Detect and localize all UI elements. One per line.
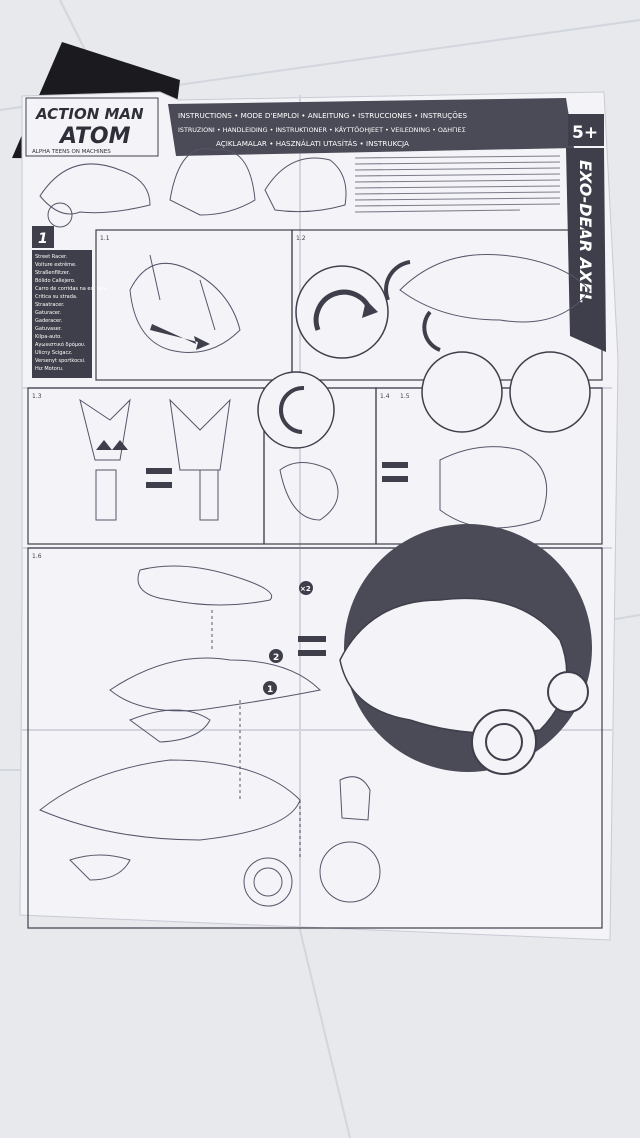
zoom-circle (421, 351, 503, 433)
equals-sign-icon (382, 462, 408, 482)
instructions-header-line-3: AÇIKLAMALAR • HASZNÁLATI UTASÍTÁS • INST… (216, 139, 409, 148)
sub-step-label: 1.6 (32, 553, 42, 560)
paper-sheet (19, 91, 619, 941)
sub-step-label: 1.4 (380, 393, 390, 400)
rotate-arrow-icon (279, 385, 305, 434)
mode-label: Gaderacer. (35, 318, 63, 324)
callouts: ×2 2 1 (263, 581, 313, 695)
instructions-header: INSTRUCTIONS • MODE D'EMPLOI • ANLEITUNG… (168, 98, 574, 156)
zoom-circle (257, 371, 335, 449)
mode-label: Gatuvaser. (35, 326, 62, 332)
mode-label: Kilpa-auto. (35, 334, 62, 340)
sub-step-label: 1.3 (32, 393, 42, 400)
logo-sub: ATOM (58, 124, 131, 149)
action-man-logo: ACTION MAN ATOM ALPHA TEENS ON MACHINES (25, 97, 159, 157)
rotate-arrow-icon (384, 260, 411, 301)
panel-1-1-drawing (129, 254, 241, 353)
equals-sign-icon (146, 468, 172, 488)
mode-label: Ulicny Scigacz. (35, 350, 73, 356)
step-number: 1 (38, 231, 48, 247)
mode-label: Street Racer. (35, 254, 68, 260)
sub-step-label: 1.1 (100, 235, 110, 242)
arrow-icon (150, 324, 210, 350)
callout-marker: 2 (273, 653, 279, 663)
mode-thumbnails (39, 148, 347, 228)
language-text-block (354, 155, 561, 213)
instructions-header-line-1: INSTRUCTIONS • MODE D'EMPLOI • ANLEITUNG… (178, 111, 467, 120)
panel-1-3-drawing (79, 398, 231, 521)
callout-marker: 1 (267, 685, 273, 695)
logo-tagline: ALPHA TEENS ON MACHINES (32, 149, 111, 155)
panel-1-2-drawing (295, 253, 591, 359)
panel-1-4-drawing (257, 371, 339, 521)
age-badge: 5+ (568, 114, 604, 146)
mode-label: Αγωνιστικό δρόμου. (35, 341, 86, 348)
mode-label: Versenyt sportkocsi. (35, 358, 86, 364)
age-badge-text: 5+ (572, 123, 598, 143)
sub-step-labels: 1.1 1.2 1.3 1.4 1.5 1.6 (32, 235, 410, 560)
rotate-arrow-icon (313, 289, 373, 331)
step-1-label-box: 1 Street Racer. Voiture extrême. Straßen… (32, 226, 108, 378)
panel-1-6-exploded-view (39, 565, 381, 907)
panel-1-5-drawing (421, 351, 591, 529)
equals-sign-icon (298, 636, 326, 656)
instructions-header-line-2: ISTRUZIONI • HANDLEIDING • INSTRUKTIONER… (178, 125, 466, 134)
mode-label-list: Street Racer. Voiture extrême. Straßenfl… (35, 254, 108, 372)
sub-step-label: 1.5 (400, 393, 410, 400)
rotate-arrow-icon (422, 310, 441, 352)
mode-label: Straßenflitzer. (35, 270, 70, 276)
zoom-circle (509, 351, 591, 433)
sub-step-label: 1.2 (296, 235, 306, 242)
mode-label: Straatracer. (35, 302, 65, 308)
mode-label: Hız Motoru. (35, 366, 64, 372)
mode-label: Voiture extrême. (35, 261, 77, 268)
mode-label: Critica su strada. (35, 294, 78, 300)
mode-label: Carro de corridas na estrada. (35, 286, 108, 292)
callout-marker: ×2 (300, 585, 311, 593)
mode-label: Gaturacer. (35, 310, 62, 316)
arrow-up-icon (96, 440, 128, 450)
product-name-banner: EXO-DEAR AXEL (566, 148, 606, 352)
product-name: EXO-DEAR AXEL (576, 160, 595, 304)
zoom-circle (295, 265, 389, 359)
logo-brand: ACTION MAN (35, 105, 144, 123)
mode-label: Bólido Callejero. (35, 277, 76, 284)
completed-vehicle-illustration (339, 524, 592, 775)
